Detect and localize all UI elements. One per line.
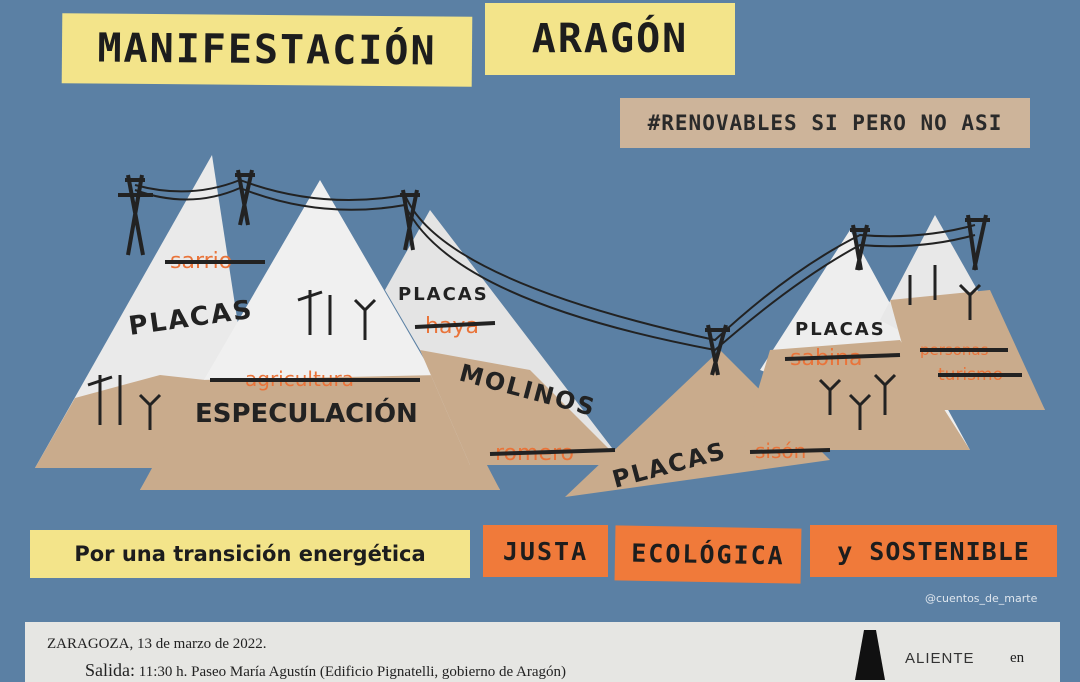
strike-lines bbox=[165, 260, 1022, 456]
mountains-illustration: PLACAS ESPECULACIÓN PLACAS MOLINOS PLACA… bbox=[35, 155, 1045, 497]
event-departure: Salida: 11:30 h. Paseo María Agustín (Ed… bbox=[85, 660, 566, 681]
slogan-intro: Por una transición energética bbox=[30, 530, 470, 578]
event-date: ZARAGOZA, 13 de marzo de 2022. bbox=[47, 636, 267, 652]
hashtag-label: #RENOVABLES SI PERO NO ASI bbox=[620, 98, 1030, 148]
slogan-ecologica: ECOLÓGICA bbox=[614, 525, 802, 584]
brand-name: ALIENTE bbox=[905, 650, 975, 667]
departure-label: Salida: bbox=[85, 660, 135, 680]
mountain-4 bbox=[565, 350, 830, 497]
event-info-strip: ZARAGOZA, 13 de marzo de 2022. Salida: 1… bbox=[25, 622, 1060, 682]
label-especulacion: ESPECULACIÓN bbox=[195, 397, 418, 429]
title-manifestacion: MANIFESTACIÓN bbox=[61, 13, 473, 87]
brand-suffix: en bbox=[1010, 650, 1025, 666]
mountain-3 bbox=[385, 210, 625, 465]
pylon-icons bbox=[118, 169, 990, 376]
slogan-justa: JUSTA bbox=[483, 525, 608, 577]
title-aragon: ARAGÓN bbox=[485, 3, 735, 75]
departure-text: 11:30 h. Paseo María Agustín (Edificio P… bbox=[138, 664, 567, 680]
aliente-logo-icon bbox=[855, 630, 885, 680]
slogan-sostenible: y SOSTENIBLE bbox=[810, 525, 1057, 577]
mountain-2 bbox=[140, 180, 500, 490]
author-credit: @cuentos_de_marte bbox=[925, 592, 1038, 605]
label-placas-4: PLACAS bbox=[795, 319, 886, 340]
label-placas-2: PLACAS bbox=[398, 284, 489, 305]
wind-turbine-icons bbox=[87, 265, 982, 430]
